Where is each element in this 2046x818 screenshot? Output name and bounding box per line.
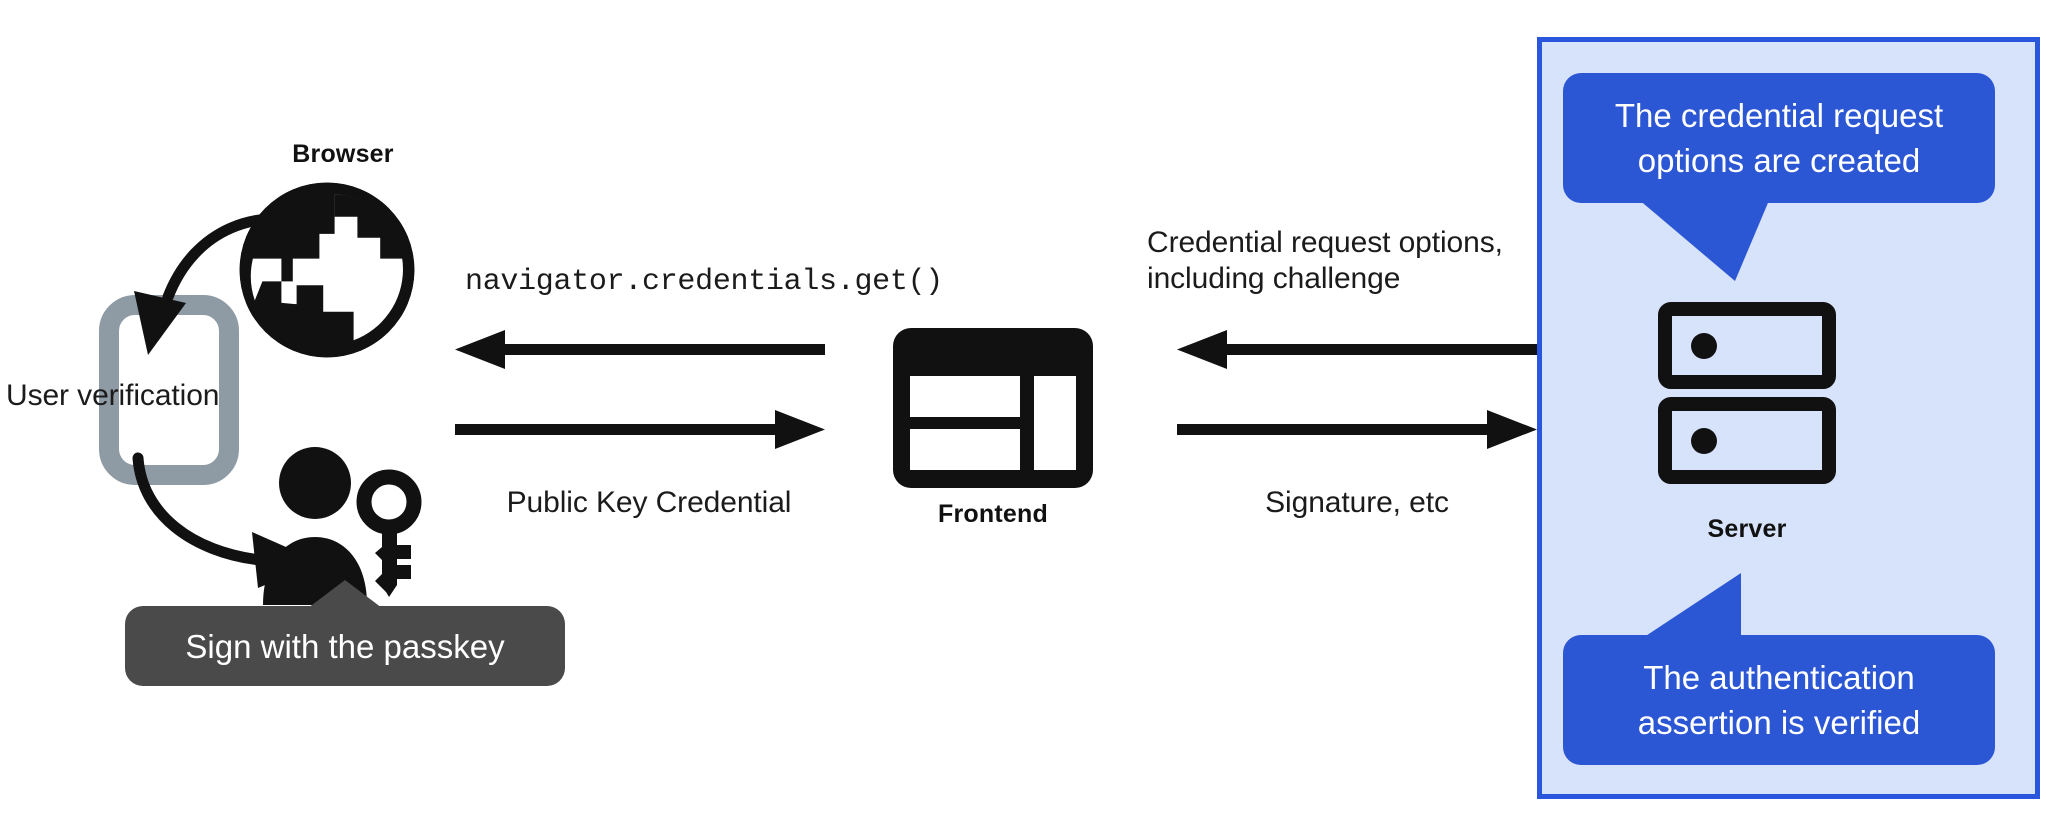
- arrow-frontend-to-server: [1177, 410, 1537, 450]
- sign-with-passkey-text: Sign with the passkey: [125, 606, 565, 686]
- user-verification-label: User verification: [6, 379, 220, 412]
- arrow-frontend-to-browser: [455, 330, 825, 370]
- window-layout-icon: [893, 328, 1093, 488]
- globe-icon-detail: [232, 175, 422, 365]
- server-rack-icon: [1658, 302, 1836, 484]
- server-label: Server: [1707, 515, 1787, 543]
- navigator-call-label: navigator.credentials.get(): [465, 265, 943, 299]
- options-created-text: The credential request options are creat…: [1563, 73, 1995, 203]
- assertion-verified-text: The authentication assertion is verified: [1563, 635, 1995, 765]
- assertion-verified-callout: The authentication assertion is verified: [1563, 565, 1995, 765]
- frontend-label: Frontend: [938, 500, 1048, 528]
- arrow-browser-to-frontend: [455, 410, 825, 450]
- browser-label: Browser: [292, 140, 394, 168]
- credential-request-options-label: Credential request options, including ch…: [1147, 226, 1503, 295]
- arrow-server-to-frontend: [1177, 330, 1537, 370]
- sign-with-passkey-callout: Sign with the passkey: [125, 578, 565, 688]
- options-created-callout: The credential request options are creat…: [1563, 73, 1995, 283]
- signature-etc-label: Signature, etc: [1265, 486, 1449, 519]
- person-with-key-icon: [255, 445, 425, 605]
- public-key-credential-label: Public Key Credential: [506, 486, 792, 519]
